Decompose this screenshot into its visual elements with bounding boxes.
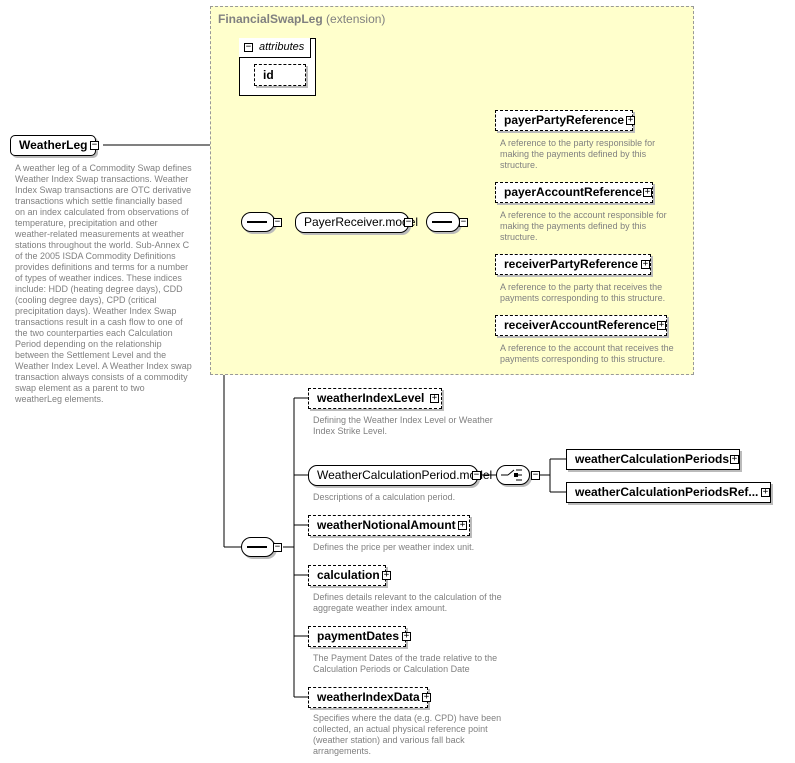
element-description: A reference to the party responsible for… — [500, 138, 656, 170]
element-weathercalculationperiodsref[interactable]: weatherCalculationPeriodsRef... — [566, 482, 771, 503]
root-element-label: WeatherLeg — [19, 138, 88, 152]
collapse-icon[interactable]: − — [273, 542, 282, 552]
group-label: WeatherCalculationPeriod.model — [317, 468, 493, 482]
element-label: payerPartyReference — [504, 113, 625, 127]
collapse-icon[interactable]: − — [404, 217, 413, 227]
attributes-tab[interactable]: attributes — [239, 38, 311, 58]
expand-icon[interactable]: + — [730, 454, 739, 464]
element-receiveraccountreference[interactable]: receiverAccountReference — [495, 315, 667, 336]
element-label: weatherIndexLevel — [317, 391, 425, 405]
expand-icon[interactable]: + — [422, 692, 431, 702]
element-label: paymentDates — [317, 629, 400, 643]
element-label: weatherNotionalAmount — [317, 518, 456, 532]
element-label: weatherCalculationPeriodsRef... — [575, 485, 759, 499]
expand-icon[interactable]: + — [641, 259, 650, 269]
element-weatherindexlevel[interactable]: weatherIndexLevel — [308, 388, 442, 409]
element-description: Defines the price per weather index unit… — [313, 542, 475, 552]
expand-icon[interactable]: + — [657, 320, 666, 330]
element-description: Defines details relevant to the calculat… — [313, 592, 502, 613]
element-receiverpartyreference[interactable]: receiverPartyReference — [495, 254, 651, 275]
element-description: The Payment Dates of the trade relative … — [313, 653, 498, 674]
attribute-id[interactable]: id — [254, 64, 306, 86]
element-description: Descriptions of a calculation period. — [313, 492, 456, 502]
group-label: PayerReceiver.model — [304, 215, 419, 229]
element-weatherindexdata[interactable]: weatherIndexData — [308, 687, 428, 708]
element-paymentdates[interactable]: paymentDates — [308, 626, 406, 647]
element-payeraccountreference[interactable]: payerAccountReference — [495, 182, 653, 203]
extension-title: FinancialSwapLeg (extension) — [218, 12, 385, 26]
sequence-dots-icon — [432, 221, 452, 223]
element-weathercalculationperiods[interactable]: weatherCalculationPeriods — [566, 449, 740, 470]
attributes-label: attributes — [259, 41, 305, 53]
element-description: A reference to the party that receives t… — [500, 282, 666, 303]
element-label: weatherIndexData — [317, 690, 420, 704]
element-label: receiverAccountReference — [504, 318, 657, 332]
choice-switch-icon — [501, 469, 522, 481]
sequence-dots-icon — [247, 221, 267, 223]
collapse-icon[interactable]: − — [531, 470, 540, 480]
expand-icon[interactable]: + — [761, 487, 770, 497]
element-label: calculation — [317, 568, 380, 582]
expand-icon[interactable]: + — [626, 115, 635, 125]
group-weathercalculationperiod-model[interactable]: WeatherCalculationPeriod.model — [308, 465, 492, 486]
element-label: receiverPartyReference — [504, 257, 639, 271]
sequence-dots-icon — [247, 546, 267, 548]
element-description: A reference to the account that receives… — [500, 343, 674, 364]
collapse-icon[interactable]: − — [273, 217, 282, 227]
root-element-weatherleg[interactable]: WeatherLeg — [10, 135, 96, 156]
collapse-icon[interactable]: − — [459, 217, 468, 227]
element-description: A reference to the account responsible f… — [500, 210, 667, 242]
group-payerreceiver-model[interactable]: PayerReceiver.model — [295, 212, 418, 233]
element-weathernotionalamount[interactable]: weatherNotionalAmount — [308, 515, 470, 536]
collapse-icon[interactable]: − — [244, 42, 253, 52]
collapse-icon[interactable]: − — [90, 140, 99, 150]
root-description: A weather leg of a Commodity Swap define… — [15, 163, 192, 404]
expand-icon[interactable]: + — [643, 187, 652, 197]
expand-icon[interactable]: + — [458, 520, 467, 530]
expand-icon[interactable]: + — [430, 393, 439, 403]
element-description: Specifies where the data (e.g. CPD) have… — [313, 713, 502, 756]
element-payerpartyreference[interactable]: payerPartyReference — [495, 110, 633, 131]
expand-icon[interactable]: + — [382, 570, 391, 580]
element-description: Defining the Weather Index Level or Weat… — [313, 415, 493, 436]
element-label: weatherCalculationPeriods — [575, 452, 730, 466]
expand-icon[interactable]: + — [402, 631, 411, 641]
extension-name: FinancialSwapLeg — [218, 12, 323, 26]
extension-kind: (extension) — [326, 12, 386, 26]
collapse-icon[interactable]: − — [472, 470, 481, 480]
element-label: payerAccountReference — [504, 185, 643, 199]
element-calculation[interactable]: calculation — [308, 565, 386, 586]
